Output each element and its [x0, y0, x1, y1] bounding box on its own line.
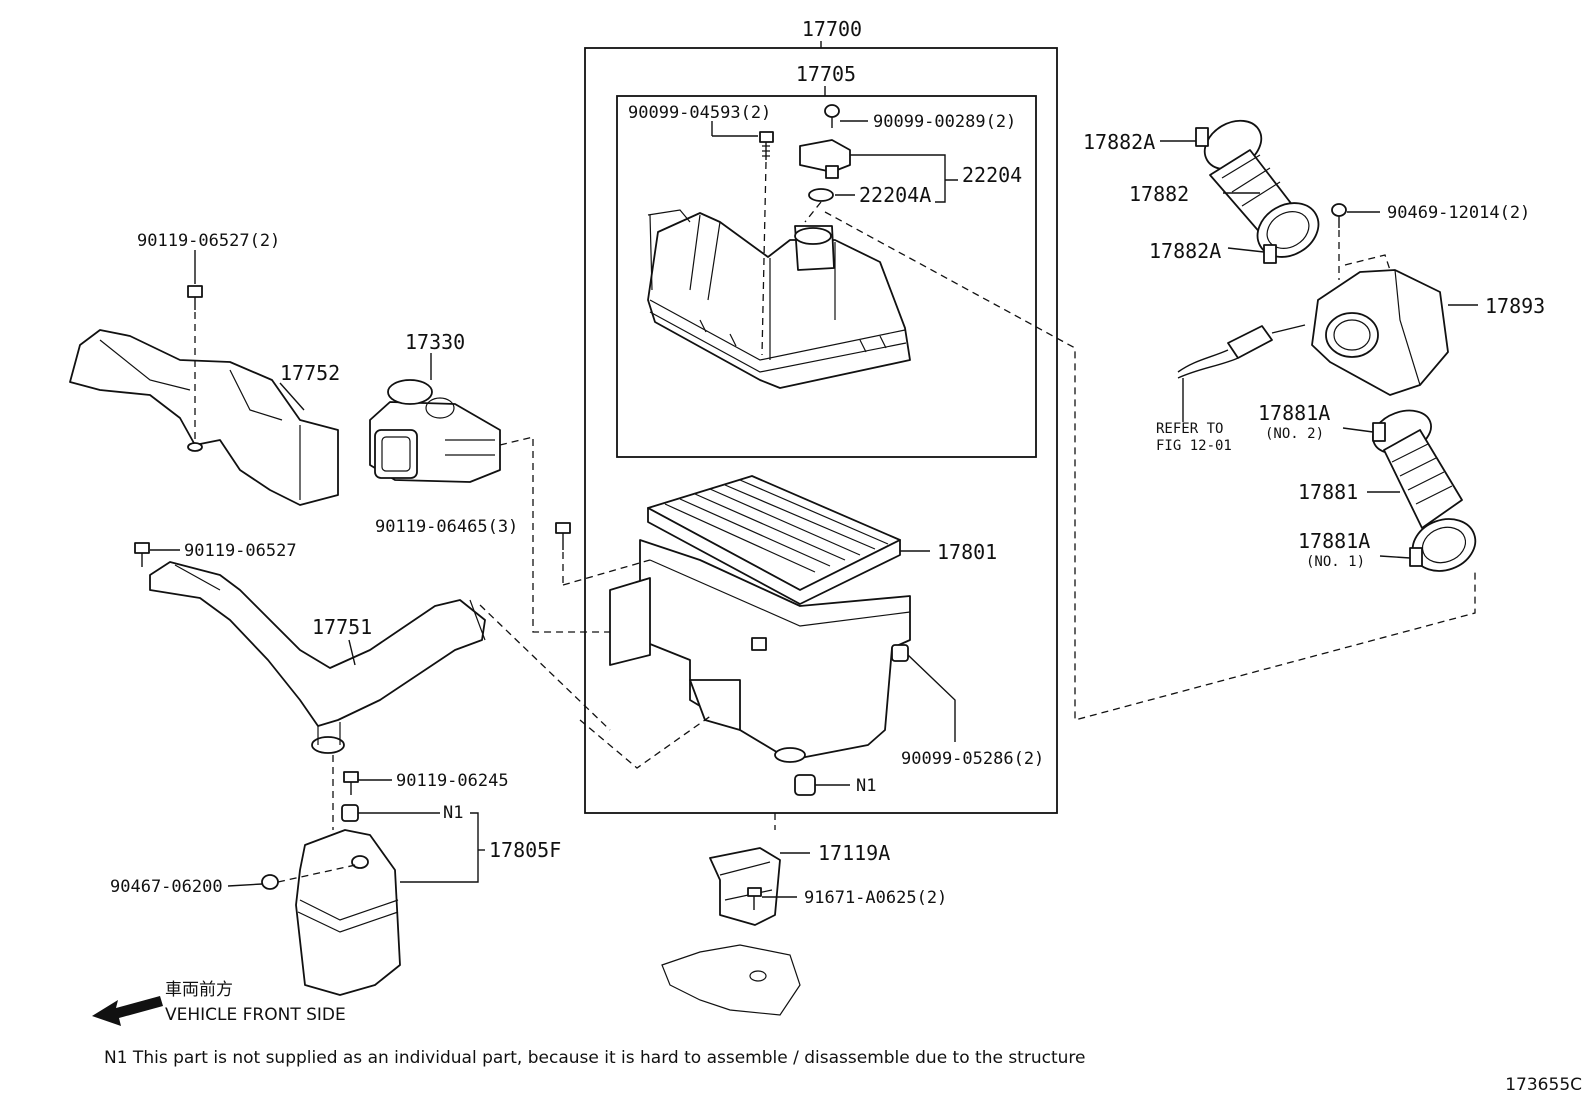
label-90099-00289: 90099-00289(2)	[873, 112, 1016, 132]
bolt-90119-06465	[555, 522, 571, 550]
label-n1-case: N1	[856, 776, 876, 796]
label-90119-06465: 90119-06465(3)	[375, 517, 518, 537]
label-17752: 17752	[280, 361, 340, 385]
hose-17751	[149, 561, 486, 754]
footnote-n1: N1 This part is not supplied as an indiv…	[104, 1048, 1085, 1068]
bolt-90119-06527-hose	[134, 542, 150, 567]
label-17751: 17751	[312, 615, 372, 639]
o-ring-22204A	[808, 188, 834, 202]
label-refer-to: REFER TO	[1156, 421, 1223, 437]
clip-90467-06200	[261, 874, 279, 890]
label-90119-06245: 90119-06245	[396, 771, 509, 791]
label-17881: 17881	[1298, 480, 1358, 504]
bracket-17119A	[709, 847, 781, 926]
label-17700: 17700	[802, 17, 862, 41]
bolt-90119-06527-duct	[187, 285, 203, 310]
vehicle-front-jp: 車両前方	[165, 980, 233, 1000]
label-22204: 22204	[962, 163, 1022, 187]
screw-90099-00289	[824, 104, 840, 128]
label-17881A-no2: 17881A	[1258, 401, 1330, 425]
label-fig-12-01: FIG 12-01	[1156, 438, 1232, 454]
label-90119-06527: 90119-06527	[184, 541, 297, 561]
label-90119-06527-2: 90119-06527(2)	[137, 231, 280, 251]
label-17801: 17801	[937, 540, 997, 564]
grommet-n1-case	[794, 774, 816, 796]
label-90099-05286: 90099-05286(2)	[901, 749, 1044, 769]
label-17330: 17330	[405, 330, 465, 354]
hose-17881	[1372, 409, 1477, 572]
screw-90469-12014	[1331, 203, 1347, 228]
label-17805F: 17805F	[489, 838, 561, 862]
label-n1-resonator: N1	[443, 803, 463, 823]
figure-code: 173655C	[1505, 1075, 1582, 1095]
clamp-17881A-no1	[1409, 547, 1423, 567]
label-90467-06200: 90467-06200	[110, 877, 223, 897]
filter-element-17801	[647, 475, 901, 605]
intake-17893	[1311, 269, 1449, 396]
sensor-22204	[799, 139, 851, 179]
label-17881A-no1: 17881A	[1298, 529, 1370, 553]
bolt-90099-04593	[759, 131, 774, 160]
air-cleaner-case	[609, 539, 911, 763]
grommet-n1-resonator	[341, 804, 359, 822]
throttle-body-17330	[369, 379, 501, 483]
clamp-17882A-bottom	[1263, 244, 1277, 264]
arrow-left-icon	[92, 996, 163, 1026]
label-90099-04593: 90099-04593(2)	[628, 103, 771, 123]
label-17882: 17882	[1129, 182, 1189, 206]
label-no2: (NO. 2)	[1265, 426, 1324, 442]
label-22204A: 22204A	[859, 183, 931, 207]
bolt-91671-A0625	[747, 887, 762, 910]
label-17119A: 17119A	[818, 841, 890, 865]
label-17893: 17893	[1485, 294, 1545, 318]
clamp-17881A-no2	[1372, 422, 1386, 442]
clamp-17882A-top	[1195, 127, 1209, 147]
label-17705: 17705	[796, 62, 856, 86]
duct-17752	[69, 329, 339, 506]
grommet-90099-05286	[891, 644, 909, 662]
vehicle-front-en: VEHICLE FRONT SIDE	[165, 1005, 346, 1025]
cap-subassembly-box	[616, 95, 1037, 458]
hose-17882	[1203, 119, 1320, 258]
body-panel	[661, 944, 801, 1016]
label-90469-12014: 90469-12014(2)	[1387, 203, 1530, 223]
bolt-90119-06245	[343, 771, 359, 795]
bracket-22204	[850, 154, 958, 203]
label-no1: (NO. 1)	[1306, 554, 1365, 570]
resonator-17805F	[295, 829, 401, 996]
label-17882A-top: 17882A	[1083, 130, 1155, 154]
label-91671-A0625: 91671-A0625(2)	[804, 888, 947, 908]
label-17882A-bottom: 17882A	[1149, 239, 1221, 263]
air-cleaner-cap	[647, 209, 911, 389]
connector-fig-12-01	[1177, 324, 1306, 379]
